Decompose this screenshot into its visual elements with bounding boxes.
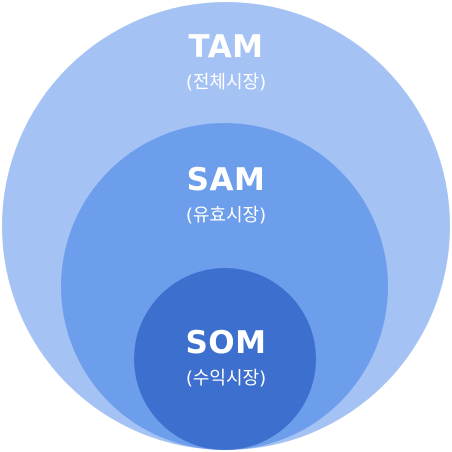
som-circle [134,268,316,450]
som-subtitle: (수익시장) [185,368,267,389]
tam-subtitle: (전체시장) [185,72,267,93]
sam-title: SAM [186,162,266,198]
sam-subtitle: (유효시장) [185,205,267,226]
tam-title: TAM [188,29,264,65]
som-title: SOM [185,325,267,361]
